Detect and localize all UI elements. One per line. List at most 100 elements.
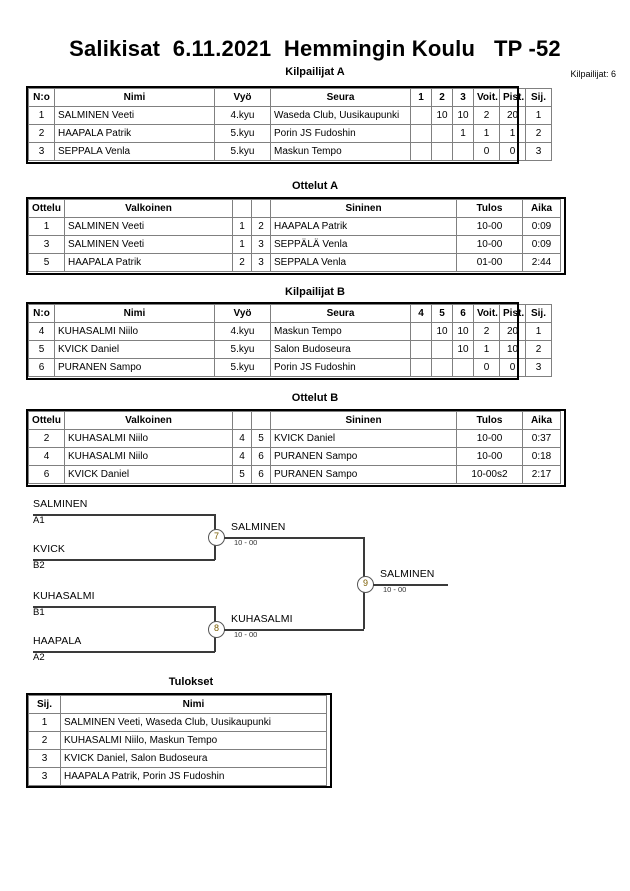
result-rank: 3 bbox=[28, 767, 61, 786]
caption-matches-b: Ottelut B bbox=[291, 392, 339, 404]
wins-cell: 2 bbox=[473, 106, 500, 125]
competitor-name: SEPPALA Venla bbox=[54, 142, 215, 161]
competitor-no: 2 bbox=[28, 124, 55, 143]
bracket-entry-name-2: KVICK bbox=[33, 543, 66, 555]
col-club: Seura bbox=[270, 88, 411, 107]
col-match: Ottelu bbox=[28, 199, 65, 218]
bracket-node-7: 7 bbox=[208, 529, 225, 546]
blue-competitor: SEPPÄLÄ Venla bbox=[270, 235, 457, 254]
match-time: 2:17 bbox=[522, 465, 561, 484]
table-header-row: Ottelu Valkoinen Sininen Tulos Aika bbox=[28, 411, 561, 430]
table-header-row: N:o Nimi Vyö Seura 1 2 3 Voit. Pist. Sij… bbox=[28, 88, 552, 107]
points-cell: 20 bbox=[499, 106, 526, 125]
wins-cell: 0 bbox=[473, 358, 500, 377]
caption-pool-b: Kilpailijat B bbox=[285, 286, 345, 298]
score-cell bbox=[410, 124, 432, 143]
col-match: Ottelu bbox=[28, 411, 65, 430]
col-name: Nimi bbox=[54, 304, 215, 323]
score-cell: 10 bbox=[431, 106, 453, 125]
competitor-no: 4 bbox=[28, 322, 55, 341]
table-header-row: N:o Nimi Vyö Seura 4 5 6 Voit. Pist. Sij… bbox=[28, 304, 552, 323]
result-name: HAAPALA Patrik, Porin JS Fudoshin bbox=[60, 767, 327, 786]
competitor-club: Porin JS Fudoshin bbox=[270, 358, 411, 377]
white-no: 1 bbox=[232, 217, 252, 236]
bracket-entry-name-4: HAAPALA bbox=[33, 635, 82, 647]
competitor-name: SALMINEN Veeti bbox=[54, 106, 215, 125]
points-cell: 1 bbox=[499, 124, 526, 143]
col-club: Seura bbox=[270, 304, 411, 323]
table-header-row: Sij. Nimi bbox=[28, 695, 327, 714]
entrants-count: Kilpailijat: 6 bbox=[570, 69, 616, 79]
rank-cell: 1 bbox=[525, 322, 552, 341]
bracket-line-entry-3 bbox=[33, 606, 215, 608]
competitor-club: Porin JS Fudoshin bbox=[270, 124, 411, 143]
bracket-score-8: 10 - 00 bbox=[234, 630, 258, 639]
bracket-score-7: 10 - 00 bbox=[234, 538, 258, 547]
match-result: 10-00 bbox=[456, 429, 523, 448]
col-score-2: 2 bbox=[431, 88, 453, 107]
points-cell: 10 bbox=[499, 340, 526, 359]
match-time: 0:09 bbox=[522, 235, 561, 254]
score-cell: 10 bbox=[452, 340, 474, 359]
match-no: 4 bbox=[28, 447, 65, 466]
col-points: Pist. bbox=[499, 304, 526, 323]
bracket-winner-name-7: SALMINEN bbox=[231, 521, 286, 533]
col-belt: Vyö bbox=[214, 88, 271, 107]
blue-competitor: HAAPALA Patrik bbox=[270, 217, 457, 236]
col-white: Valkoinen bbox=[64, 411, 233, 430]
result-name: KUHASALMI Niilo, Maskun Tempo bbox=[60, 731, 327, 750]
blue-no: 6 bbox=[251, 465, 271, 484]
col-no: N:o bbox=[28, 304, 55, 323]
blue-no: 6 bbox=[251, 447, 271, 466]
score-cell: 10 bbox=[431, 322, 453, 341]
wins-cell: 0 bbox=[473, 142, 500, 161]
col-white-no bbox=[232, 411, 252, 430]
match-no: 1 bbox=[28, 217, 65, 236]
result-name: SALMINEN Veeti, Waseda Club, Uusikaupunk… bbox=[60, 713, 327, 732]
competitor-name: PURANEN Sampo bbox=[54, 358, 215, 377]
bracket-entry-name-3: KUHASALMI bbox=[33, 590, 95, 602]
bracket-entry-seed-2: B2 bbox=[33, 560, 45, 571]
blue-competitor: KVICK Daniel bbox=[270, 429, 457, 448]
col-name: Nimi bbox=[60, 695, 327, 714]
elimination-bracket: SALMINEN A1 KVICK B2 7 SALMINEN 10 - 00 … bbox=[0, 495, 630, 670]
blue-no: 2 bbox=[251, 217, 271, 236]
col-time: Aika bbox=[522, 411, 561, 430]
competitor-club: Salon Budoseura bbox=[270, 340, 411, 359]
bracket-winner-name-8: KUHASALMI bbox=[231, 613, 293, 625]
white-competitor: KUHASALMI Niilo bbox=[64, 447, 233, 466]
white-competitor: KUHASALMI Niilo bbox=[64, 429, 233, 448]
col-score-4: 4 bbox=[410, 304, 432, 323]
wins-cell: 1 bbox=[473, 340, 500, 359]
col-blue-no bbox=[251, 411, 271, 430]
score-cell bbox=[431, 142, 453, 161]
col-time: Aika bbox=[522, 199, 561, 218]
page-title: Salikisat 6.11.2021 Hemmingin Koulu TP -… bbox=[69, 36, 561, 61]
white-no: 4 bbox=[232, 447, 252, 466]
rank-cell: 1 bbox=[525, 106, 552, 125]
white-competitor: KVICK Daniel bbox=[64, 465, 233, 484]
score-cell bbox=[410, 142, 432, 161]
bracket-winner-name-9: SALMINEN bbox=[380, 568, 435, 580]
col-rank: Sij. bbox=[525, 304, 552, 323]
col-score-6: 6 bbox=[452, 304, 474, 323]
match-time: 2:44 bbox=[522, 253, 561, 272]
match-result: 10-00 bbox=[456, 447, 523, 466]
col-points: Pist. bbox=[499, 88, 526, 107]
competitor-name: KVICK Daniel bbox=[54, 340, 215, 359]
blue-no: 5 bbox=[251, 429, 271, 448]
match-no: 5 bbox=[28, 253, 65, 272]
competitor-name: KUHASALMI Niilo bbox=[54, 322, 215, 341]
competitor-belt: 5.kyu bbox=[214, 124, 271, 143]
match-result: 10-00 bbox=[456, 217, 523, 236]
